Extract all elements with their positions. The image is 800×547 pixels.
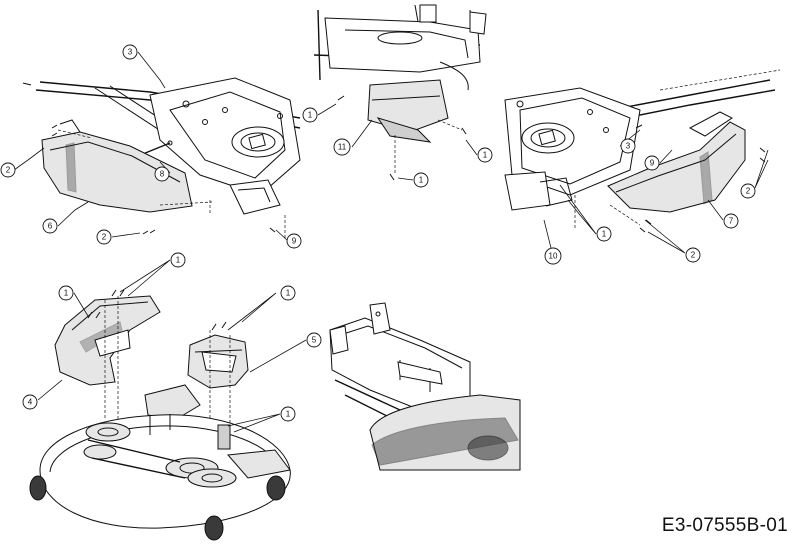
callout-4: 4	[22, 394, 38, 410]
svg-text:7: 7	[729, 217, 734, 226]
callout-1: 1	[280, 406, 296, 422]
svg-text:1: 1	[602, 230, 607, 239]
svg-text:1: 1	[419, 176, 424, 185]
svg-text:1: 1	[286, 289, 291, 298]
callout-7: 7	[723, 213, 739, 229]
drawing-code: E3-07555B-01	[661, 515, 788, 536]
callout-9: 9	[286, 233, 302, 249]
callout-2: 2	[96, 229, 112, 245]
svg-text:1: 1	[308, 111, 313, 120]
view-right-frame-deflector	[504, 69, 781, 233]
svg-text:1: 1	[176, 256, 181, 265]
svg-text:3: 3	[128, 48, 133, 57]
svg-text:5: 5	[312, 336, 317, 345]
callout-9: 9	[644, 155, 660, 171]
svg-text:2: 2	[6, 166, 11, 175]
callout-8: 8	[154, 166, 170, 182]
callout-6: 6	[42, 218, 58, 234]
callout-2: 2	[740, 183, 756, 199]
svg-text:8: 8	[160, 170, 165, 179]
callout-11: 11	[333, 138, 351, 156]
callout-1: 1	[596, 226, 612, 242]
svg-text:11: 11	[338, 143, 347, 152]
view-center-bracket	[313, 4, 487, 181]
svg-text:3: 3	[626, 142, 631, 151]
callout-2: 2	[685, 247, 701, 263]
svg-text:1: 1	[64, 289, 69, 298]
svg-text:1: 1	[483, 151, 488, 160]
callout-10: 10	[544, 247, 562, 265]
callouts: 3 2 8 6 2 9 1 11 1 1 3 9 2 7 1 10 2 1 1 …	[0, 44, 756, 422]
callout-3: 3	[620, 138, 636, 154]
svg-text:10: 10	[549, 252, 558, 261]
svg-text:4: 4	[28, 398, 33, 407]
callout-1: 1	[58, 285, 74, 301]
svg-text:2: 2	[746, 187, 751, 196]
callout-3: 3	[122, 44, 138, 60]
svg-text:9: 9	[650, 159, 655, 168]
callout-1: 1	[302, 107, 318, 123]
svg-text:6: 6	[48, 222, 53, 231]
callout-1: 1	[170, 252, 186, 268]
svg-text:9: 9	[292, 237, 297, 246]
view-frame-side	[329, 302, 521, 471]
view-mower-deck	[29, 289, 291, 541]
callout-5: 5	[306, 332, 322, 348]
svg-text:1: 1	[286, 410, 291, 419]
callout-1: 1	[413, 172, 429, 188]
view-left-frame-deflector	[22, 77, 301, 240]
callout-2: 2	[0, 162, 16, 178]
svg-text:2: 2	[102, 233, 107, 242]
svg-text:2: 2	[691, 251, 696, 260]
callout-1: 1	[280, 285, 296, 301]
callout-1: 1	[477, 147, 493, 163]
